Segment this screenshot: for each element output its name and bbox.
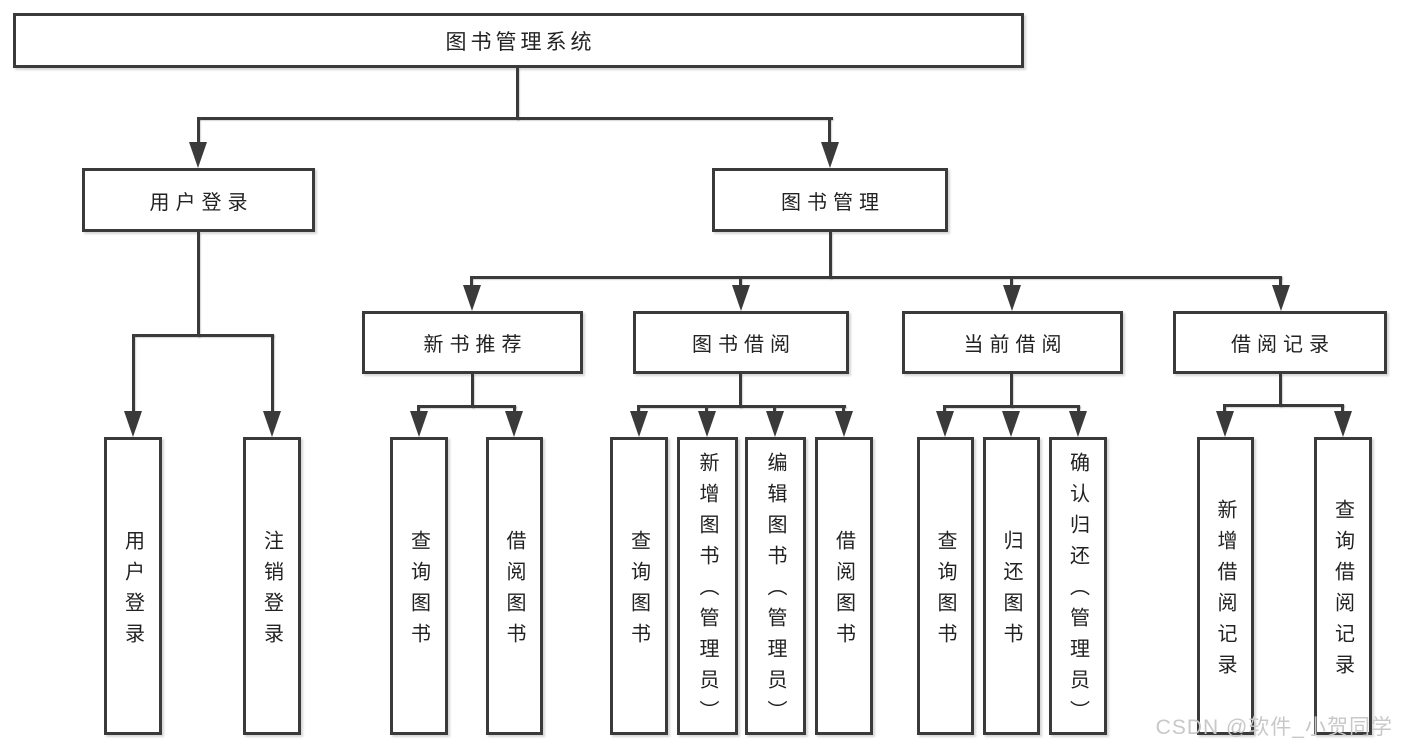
connector-line <box>943 405 946 413</box>
connector-line <box>739 374 742 408</box>
node-label: 新书推荐 <box>423 334 528 356</box>
arrow-down-icon <box>1002 411 1020 437</box>
node-current-borrow: 当前借阅 <box>902 311 1123 374</box>
csdn-watermark: CSDN @软件_小贺同学 <box>1155 716 1393 739</box>
connector-line <box>132 334 274 337</box>
node-label: 新增借阅记录 <box>1214 498 1236 685</box>
connector-line <box>1279 276 1282 287</box>
connector-line <box>271 334 274 413</box>
arrow-down-icon <box>463 285 481 311</box>
connector-line <box>197 117 833 120</box>
arrow-down-icon <box>1216 411 1234 437</box>
node-leaf-query-book-1: 查询图书 <box>390 437 448 735</box>
connector-line <box>417 405 420 413</box>
connector-line <box>705 405 708 413</box>
connector-line <box>829 232 832 279</box>
arrow-down-icon <box>821 142 839 168</box>
node-leaf-add-borrow-record: 新增借阅记录 <box>1197 437 1254 735</box>
node-label: 查询图书 <box>407 529 430 654</box>
node-label: 用户登录 <box>149 191 254 214</box>
node-leaf-logout: 注销登录 <box>243 437 301 735</box>
node-leaf-user-login: 用户登录 <box>104 437 162 735</box>
connector-line <box>1279 374 1282 407</box>
connector-line <box>516 68 519 120</box>
connector-line <box>1341 404 1344 413</box>
connector-line <box>1010 374 1013 408</box>
connector-line <box>1077 405 1080 413</box>
connector-line <box>739 276 742 287</box>
connector-line <box>943 405 1080 408</box>
node-leaf-query-book-2: 查询图书 <box>610 437 668 735</box>
arrow-down-icon <box>1003 285 1021 311</box>
node-label: 借阅记录 <box>1231 334 1335 356</box>
node-label: 图书管理 <box>781 191 885 214</box>
arrow-down-icon <box>1334 411 1352 437</box>
connector-line <box>773 405 776 413</box>
node-label: 归还图书 <box>1000 529 1022 654</box>
node-leaf-query-book-3: 查询图书 <box>917 437 974 735</box>
node-label: 借阅图书 <box>503 529 525 654</box>
node-label: 借阅图书 <box>832 529 855 654</box>
arrow-down-icon <box>263 411 281 437</box>
node-label: 新增图书（管理员） <box>696 452 718 731</box>
connector-line <box>197 117 200 144</box>
node-label: 用户登录 <box>121 529 144 654</box>
node-new-book-recommend: 新书推荐 <box>362 311 583 374</box>
node-leaf-borrow-book-1: 借阅图书 <box>486 437 543 735</box>
node-book-borrow: 图书借阅 <box>633 311 849 374</box>
node-leaf-confirm-return-admin: 确认归还（管理员） <box>1049 437 1107 735</box>
connector-line <box>470 276 1282 279</box>
connector-line <box>1010 276 1013 287</box>
node-label: 图书管理系统 <box>445 30 596 54</box>
connector-line <box>828 117 831 144</box>
arrow-down-icon <box>124 411 142 437</box>
node-label: 查询借阅记录 <box>1331 498 1354 685</box>
connector-line <box>1223 404 1226 413</box>
node-leaf-borrow-book-2: 借阅图书 <box>815 437 873 735</box>
node-label: 查询图书 <box>627 529 650 654</box>
arrow-down-icon <box>698 411 716 437</box>
arrow-down-icon <box>505 411 523 437</box>
node-label: 确认归还（管理员） <box>1066 452 1089 731</box>
connector-line <box>637 405 846 408</box>
node-label: 图书借阅 <box>692 334 796 356</box>
connector-line <box>471 374 474 408</box>
node-leaf-add-book-admin: 新增图书（管理员） <box>677 437 738 735</box>
connector-line <box>637 405 640 413</box>
node-label: 查询图书 <box>934 529 956 654</box>
arrow-down-icon <box>630 411 648 437</box>
node-library-management-system: 图书管理系统 <box>13 13 1024 68</box>
node-label: 注销登录 <box>260 529 283 654</box>
node-user-login: 用户登录 <box>82 168 315 232</box>
connector-line <box>842 405 845 413</box>
arrow-down-icon <box>1272 285 1290 311</box>
node-leaf-return-book: 归还图书 <box>983 437 1040 735</box>
arrow-down-icon <box>410 411 428 437</box>
connector-line <box>132 334 135 413</box>
arrow-down-icon <box>732 285 750 311</box>
connector-line <box>513 405 516 413</box>
connector-line <box>417 405 516 408</box>
arrow-down-icon <box>189 142 207 168</box>
node-label: 当前借阅 <box>963 334 1068 356</box>
arrow-down-icon <box>766 411 784 437</box>
connector-line <box>197 232 200 337</box>
arrow-down-icon <box>1069 411 1087 437</box>
node-label: 编辑图书（管理员） <box>764 452 786 731</box>
node-borrow-records: 借阅记录 <box>1173 311 1387 374</box>
connector-line <box>1223 404 1344 407</box>
arrow-down-icon <box>835 411 853 437</box>
node-leaf-query-borrow-record: 查询借阅记录 <box>1314 437 1372 735</box>
connector-line <box>470 276 473 287</box>
node-leaf-edit-book-admin: 编辑图书（管理员） <box>745 437 806 735</box>
arrow-down-icon <box>936 411 954 437</box>
node-book-management: 图书管理 <box>712 168 948 232</box>
